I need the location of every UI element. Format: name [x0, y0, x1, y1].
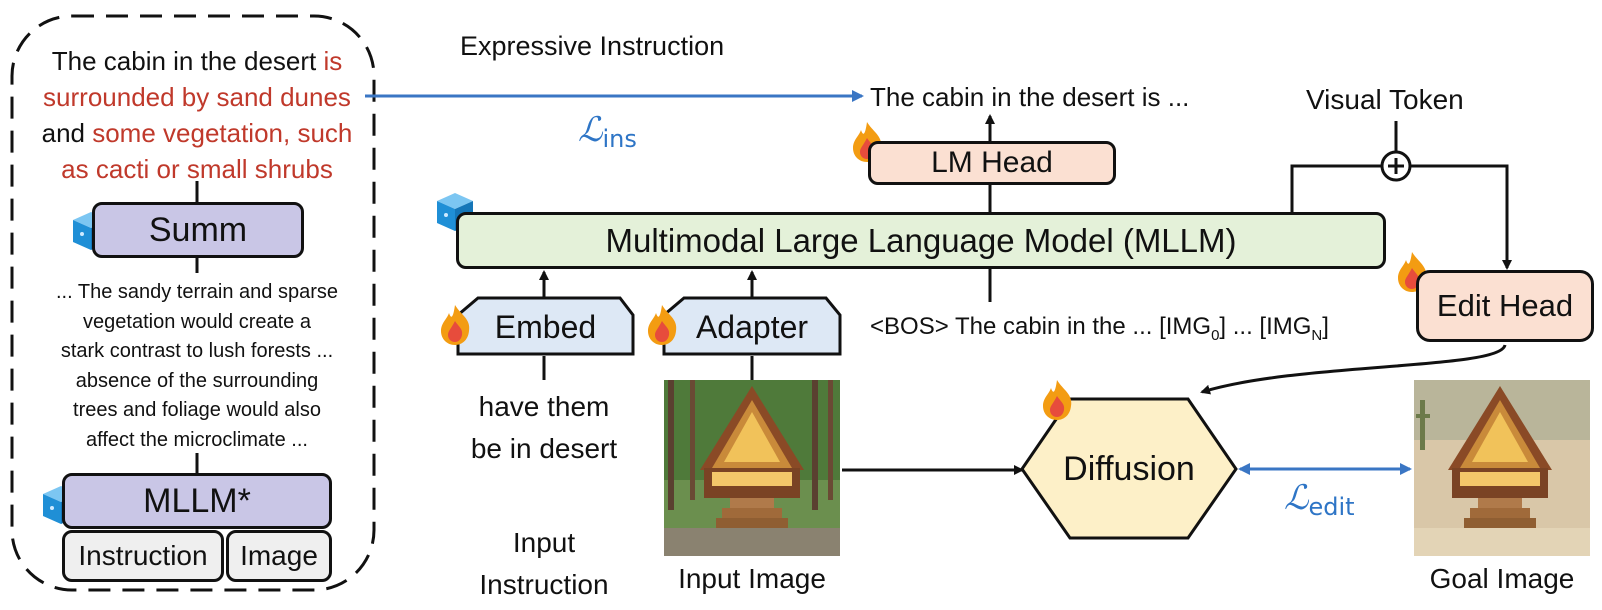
- input-image-graphic: [664, 380, 840, 556]
- expressive-text-line3: and some vegetation, such: [20, 118, 374, 148]
- lm-head-box: LM Head: [868, 141, 1116, 185]
- description-text: ... The sandy terrain and sparse vegetat…: [20, 278, 374, 455]
- input-instruction-line1: Input: [512, 527, 576, 558]
- input-text-line1: have them: [478, 391, 610, 422]
- input-instruction-line2: Instruction: [479, 569, 609, 600]
- input-text: have them be in desert: [454, 386, 634, 470]
- loss-edit: ℒedit: [1284, 478, 1355, 521]
- left-panel-dashed-border: [10, 14, 376, 592]
- image-label: Image: [240, 540, 318, 571]
- expressive-text-line2: surrounded by sand dunes: [43, 82, 351, 112]
- arrow-plus-edithead: [1410, 164, 1512, 270]
- fire-icon: [648, 305, 677, 345]
- summ-label: Summ: [148, 210, 248, 249]
- mllm-star-label: MLLM*: [143, 481, 251, 520]
- input-instruction-caption: Input Instruction: [454, 522, 634, 606]
- description-line: absence of the surrounding: [75, 369, 319, 392]
- expressive-red-3: some vegetation, such: [92, 118, 353, 148]
- token-seq-mid: ] ... [IMG: [1219, 313, 1312, 340]
- mllm-star-box: MLLM*: [62, 473, 332, 529]
- description-line: ... The sandy terrain and sparse: [55, 281, 338, 303]
- loss-edit-sub: edit: [1308, 493, 1355, 521]
- mllm-label: Multimodal Large Language Model (MLLM): [605, 221, 1237, 259]
- expressive-text-line4: as cacti or small shrubs: [61, 154, 333, 184]
- expressive-red-1: is: [323, 46, 343, 76]
- diffusion-label: Diffusion: [1063, 449, 1195, 488]
- edit-head-label: Edit Head: [1436, 288, 1574, 323]
- description-line: vegetation would create a: [83, 310, 311, 333]
- token-seq-prefix: <BOS> The cabin in the ... [IMG: [870, 313, 1212, 340]
- edit-head-box: Edit Head: [1416, 270, 1594, 342]
- input-image-caption: Input Image: [678, 563, 826, 594]
- lm-head-label: LM Head: [931, 146, 1053, 179]
- embed-label: Embed: [494, 308, 597, 345]
- arrow-edithead-diffusion: [1200, 344, 1507, 395]
- expressive-black-3: and: [41, 118, 93, 148]
- adapter-label: Adapter: [695, 308, 809, 345]
- token-sequence: <BOS> The cabin in the ... [IMG0] ... [I…: [870, 312, 1329, 351]
- expressive-black-1: The cabin in the desert: [51, 46, 324, 76]
- loss-ins-symbol: ℒ: [578, 110, 603, 150]
- description-line: trees and foliage would also: [73, 399, 321, 421]
- expressive-instruction-title: Expressive Instruction: [460, 31, 725, 61]
- input-text-line2: be in desert: [470, 433, 618, 464]
- expressive-text-line1: The cabin in the desert is: [20, 46, 374, 76]
- token-seq-sub0: 0: [1211, 326, 1220, 344]
- output-text: The cabin in the desert is ...: [870, 82, 1190, 112]
- fire-icon: [1043, 380, 1072, 420]
- connector-mllm-plus: [1290, 164, 1381, 212]
- visual-token-label: Visual Token: [1306, 84, 1464, 115]
- image-box: Image: [226, 530, 332, 582]
- instruction-label: Instruction: [78, 540, 208, 571]
- fire-icon: [441, 305, 470, 345]
- token-seq-subN: N: [1311, 326, 1323, 344]
- loss-edit-symbol: ℒ: [1284, 478, 1309, 518]
- mllm-box: Multimodal Large Language Model (MLLM): [456, 212, 1386, 269]
- goal-image-graphic: [1414, 380, 1590, 556]
- goal-image-caption: Goal Image: [1429, 563, 1575, 594]
- instruction-box: Instruction: [62, 530, 224, 582]
- description-line: stark contrast to lush forests ...: [60, 340, 334, 362]
- loss-ins: ℒins: [578, 110, 637, 153]
- loss-ins-sub: ins: [602, 125, 637, 153]
- description-line: affect the microclimate ...: [86, 428, 308, 451]
- token-seq-suffix: ]: [1322, 313, 1329, 340]
- summ-box: Summ: [92, 202, 304, 258]
